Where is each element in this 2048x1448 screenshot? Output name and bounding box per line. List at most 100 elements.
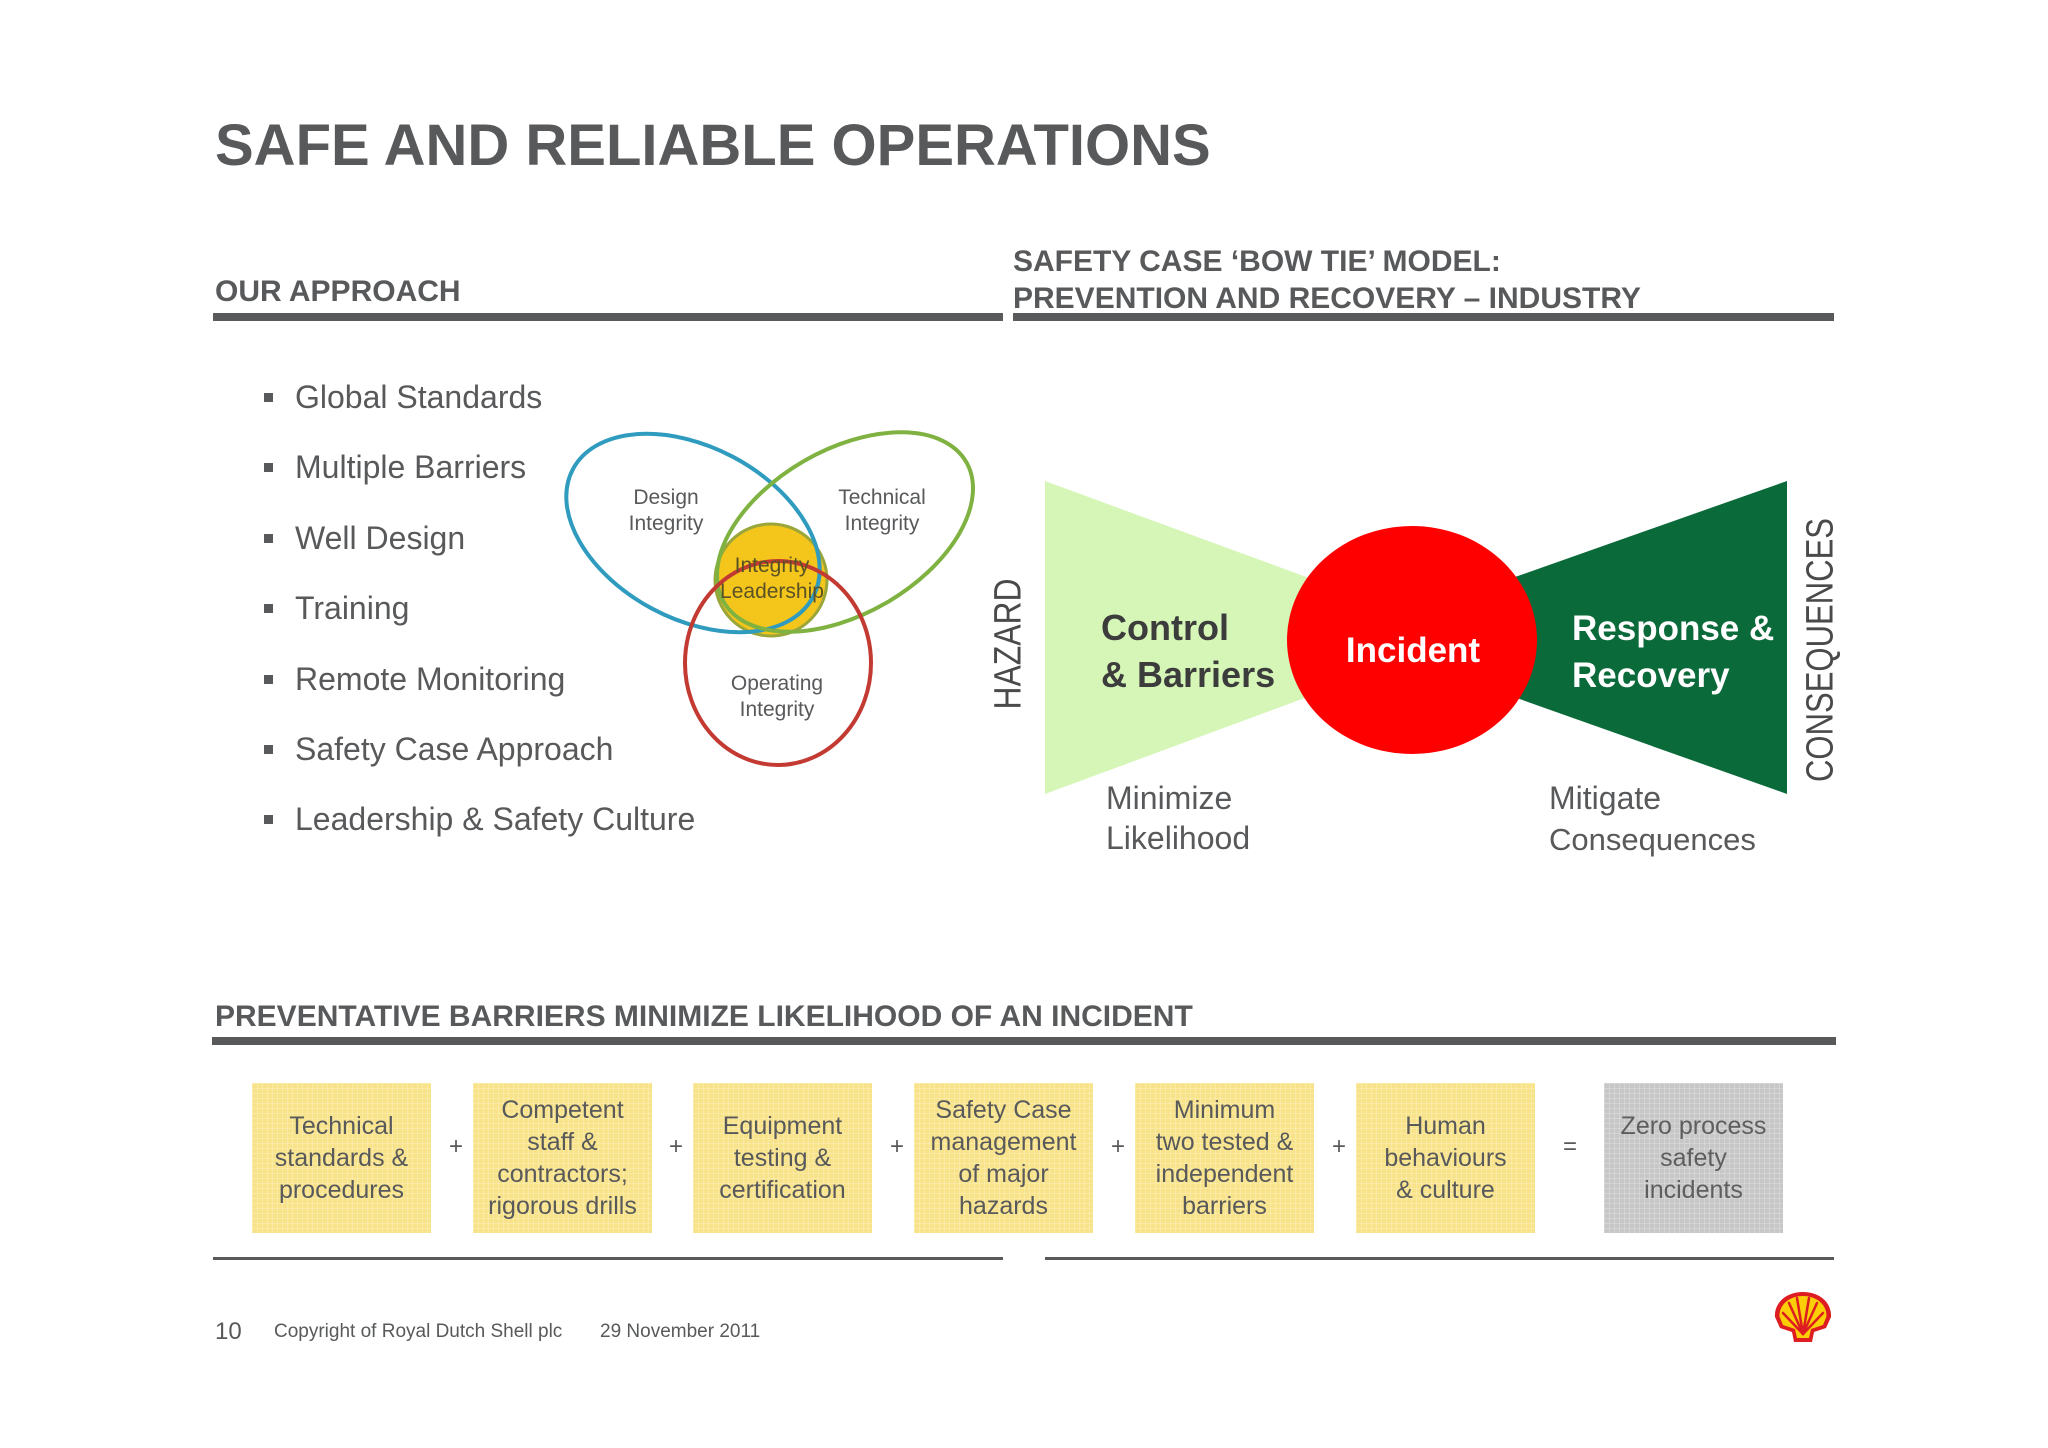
operating-integrity-label-1: Operating [731, 672, 823, 695]
list-item: Remote Monitoring [260, 644, 695, 714]
page-title: SAFE AND RELIABLE OPERATIONS [215, 113, 1211, 178]
recovery-triangle [1345, 481, 1787, 794]
list-item-label: Multiple Barriers [295, 449, 527, 486]
plus-operator: + [1110, 1133, 1125, 1160]
prevention-caption-1: Minimize [1106, 780, 1232, 816]
consequences-label: CONSEQUENCES [1800, 518, 1842, 782]
plus-operator: + [668, 1133, 683, 1160]
list-item: Multiple Barriers [260, 432, 695, 502]
barrier-box: Technical standards & procedures [252, 1083, 431, 1233]
page-number: 10 [215, 1318, 242, 1345]
equals-operator: = [1562, 1133, 1577, 1160]
barrier-box: Minimum two tested & independent barrier… [1135, 1083, 1314, 1233]
list-item: Leadership & Safety Culture [260, 784, 695, 854]
list-item: Global Standards [260, 362, 695, 432]
barrier-box-line: staff & [527, 1128, 598, 1156]
bullet-icon [264, 533, 273, 543]
result-box: Zero process safety incidents [1604, 1083, 1783, 1233]
integrity-leadership-label-1: Integrity [735, 554, 810, 577]
plus-operator: + [1331, 1133, 1346, 1160]
barrier-box: Competent staff & contractors; rigorous … [473, 1083, 652, 1233]
barriers-heading: PREVENTATIVE BARRIERS MINIMIZE LIKELIHOO… [215, 1000, 1193, 1033]
barrier-box-line: barriers [1182, 1192, 1267, 1220]
barrier-box-line: standards & [274, 1144, 409, 1172]
barriers-heading-rule [212, 1037, 1836, 1045]
barrier-box-line: & culture [1396, 1176, 1495, 1204]
operating-integrity-label-2: Integrity [740, 698, 815, 721]
approach-heading: OUR APPROACH [215, 275, 461, 308]
bowtie-diagram: HAZARD CONSEQUENCES Control & Barriers I… [988, 481, 1842, 857]
bullet-icon [264, 463, 273, 473]
date-text: 29 November 2011 [600, 1321, 761, 1342]
bullet-icon [264, 815, 273, 825]
barrier-box-line: Equipment [722, 1112, 843, 1140]
barrier-box-line: management [930, 1128, 1077, 1156]
bullet-icon [264, 604, 273, 614]
result-box-line: Zero process [1620, 1112, 1767, 1140]
list-item: Well Design [260, 503, 695, 573]
integrity-leadership-circle [713, 522, 829, 638]
barrier-box-line: procedures [278, 1176, 405, 1204]
bowtie-heading: SAFETY CASE ‘BOW TIE’ MODEL: PREVENTION … [1013, 243, 1641, 317]
barrier-box-line: testing & [733, 1144, 832, 1172]
barrier-box-line: rigorous drills [488, 1192, 637, 1220]
plus-operator: + [889, 1133, 904, 1160]
barrier-box-line: hazards [959, 1192, 1048, 1220]
list-item: Safety Case Approach [260, 714, 695, 784]
barrier-box-line: certification [719, 1176, 846, 1204]
barrier-box: Equipment testing & certification [693, 1083, 872, 1233]
barrier-box: Safety Case management of major hazards [914, 1083, 1093, 1233]
barrier-box-line: behaviours [1384, 1144, 1507, 1172]
bowtie-heading-line-1: SAFETY CASE ‘BOW TIE’ MODEL: [1013, 245, 1501, 278]
barrier-box: Human behaviours & culture [1356, 1083, 1535, 1233]
bullet-icon [264, 744, 273, 754]
technical-integrity-ellipse [715, 430, 975, 634]
integrity-leadership-label-2: Leadership [720, 580, 824, 603]
bowtie-heading-line-2: PREVENTION AND RECOVERY – INDUSTRY [1013, 282, 1641, 315]
list-item: Training [260, 573, 695, 643]
barrier-box-line: independent [1155, 1160, 1294, 1188]
copyright-text: Copyright of Royal Dutch Shell plc [274, 1321, 563, 1342]
plus-operator: + [448, 1133, 463, 1160]
barrier-box-line: Technical [289, 1112, 394, 1140]
bowtie-heading-rule [1013, 313, 1834, 321]
operating-integrity-ellipse [683, 559, 873, 767]
recovery-label-1: Response & [1572, 609, 1774, 648]
list-item-label: Safety Case Approach [295, 730, 614, 767]
recovery-caption-2: Consequences [1549, 822, 1756, 857]
barrier-box-line: two tested & [1155, 1128, 1294, 1156]
recovery-label-2: Recovery [1572, 656, 1730, 695]
logo-rays [1781, 1296, 1825, 1336]
prevention-label-2: & Barriers [1101, 654, 1275, 695]
incident-label: Incident [1346, 631, 1481, 670]
approach-list: Global Standards Multiple Barriers Well … [260, 362, 695, 855]
result-box-line: safety [1660, 1144, 1727, 1172]
prevention-label-1: Control [1101, 607, 1229, 648]
list-item-label: Training [295, 590, 410, 627]
footer-divider-left [213, 1257, 1003, 1260]
incident-circle [1287, 526, 1537, 754]
approach-heading-rule [213, 313, 1003, 321]
hazard-label: HAZARD [988, 579, 1030, 710]
barrier-box-line: Competent [501, 1096, 624, 1124]
barrier-box-line: Minimum [1173, 1096, 1276, 1124]
barrier-box-line: of major [958, 1160, 1049, 1188]
shell-pecten-logo [1774, 1292, 1832, 1342]
barrier-box-line: Human [1405, 1112, 1486, 1140]
recovery-caption-1: Mitigate [1549, 780, 1661, 816]
technical-integrity-label-1: Technical [838, 486, 926, 509]
list-item-label: Well Design [295, 519, 466, 556]
list-item-label: Leadership & Safety Culture [295, 801, 696, 838]
list-item-label: Global Standards [295, 379, 543, 415]
barrier-box-line: contractors; [497, 1160, 628, 1188]
technical-integrity-label-2: Integrity [845, 512, 920, 535]
footer-divider-right [1045, 1257, 1834, 1260]
bullet-icon [264, 674, 273, 684]
bullet-icon [264, 393, 273, 402]
result-box-line: incidents [1644, 1176, 1743, 1204]
barrier-box-line: Safety Case [935, 1096, 1072, 1124]
prevention-caption-2: Likelihood [1106, 820, 1250, 856]
list-item-label: Remote Monitoring [295, 660, 566, 697]
prevention-triangle [1045, 481, 1470, 794]
